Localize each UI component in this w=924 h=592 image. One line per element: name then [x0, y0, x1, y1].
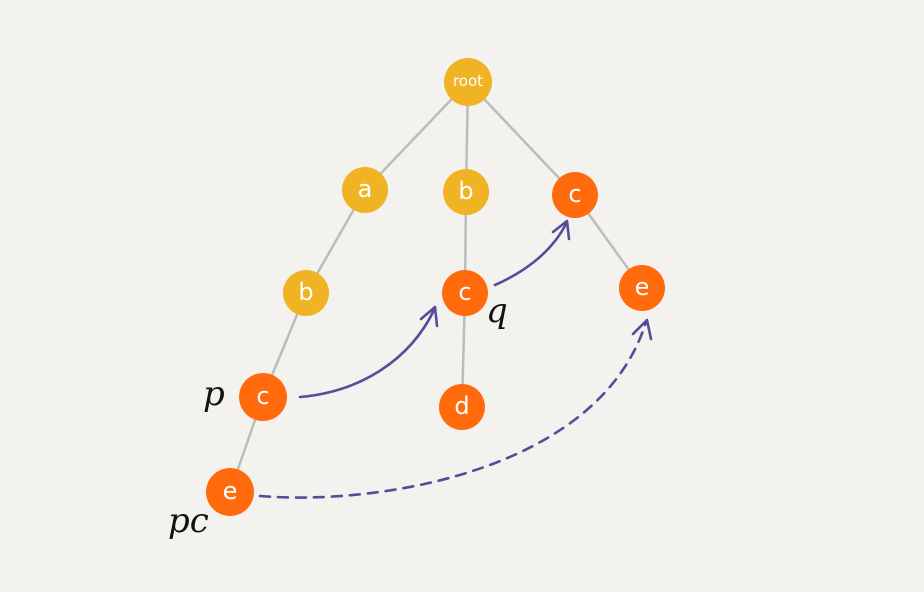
node-label: root — [453, 72, 483, 90]
failure-arrows — [258, 219, 653, 499]
node-label: b — [298, 278, 313, 306]
arrow-q-to-c — [493, 222, 568, 287]
trie-node-root: root — [444, 58, 492, 106]
pointer-label-p: p — [203, 374, 225, 414]
node-circle — [439, 384, 485, 430]
trie-node-e-left: e — [206, 468, 254, 516]
node-label: c — [458, 278, 471, 306]
arrowhead-p-to-q — [419, 305, 439, 328]
node-label: e — [223, 477, 238, 505]
trie-node-c-right: c — [552, 172, 598, 218]
node-circle — [443, 169, 489, 215]
node-circle — [342, 167, 388, 213]
node-circle — [206, 468, 254, 516]
arrowhead-pc-to-e — [631, 318, 653, 341]
trie-node-d: d — [439, 384, 485, 430]
trie-node-e-right: e — [619, 265, 665, 311]
trie-node-b-mid: b — [443, 169, 489, 215]
arrow-pc-to-e — [258, 320, 648, 499]
trie-node-b-left: b — [283, 270, 329, 316]
pointer-label-q: q — [486, 291, 508, 331]
node-circle — [239, 373, 287, 421]
arrow-p-to-q — [298, 308, 436, 399]
trie-node-a: a — [342, 167, 388, 213]
node-label: d — [454, 392, 469, 420]
edge-root-a — [363, 80, 470, 192]
trie-node-c-left: c — [239, 373, 287, 421]
node-circle — [552, 172, 598, 218]
trie-node-c-mid: c — [442, 270, 488, 316]
node-label: e — [635, 273, 650, 301]
edge-root-c — [466, 80, 577, 197]
node-label: b — [458, 177, 473, 205]
node-label: c — [568, 180, 581, 208]
node-circle — [444, 58, 492, 106]
node-circle — [619, 265, 665, 311]
node-label: a — [358, 175, 373, 203]
pointer-label-pc: pc — [168, 501, 209, 541]
node-circle — [442, 270, 488, 316]
node-label: c — [256, 382, 269, 410]
arrowhead-q-to-c — [551, 219, 571, 241]
node-circle — [283, 270, 329, 316]
